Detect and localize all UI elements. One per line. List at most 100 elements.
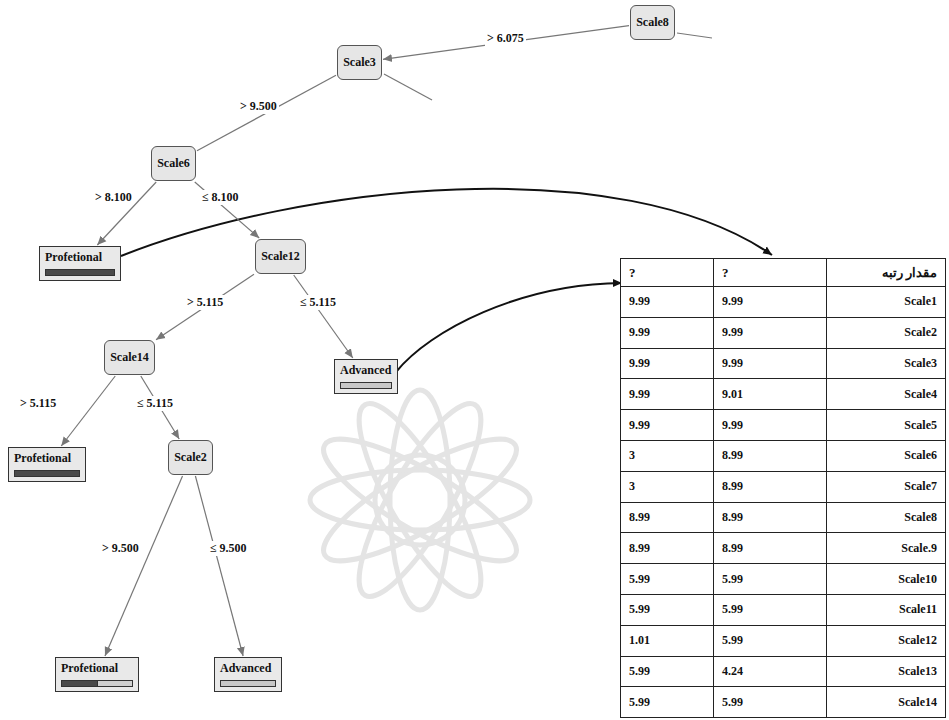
table-cell: Scale1 — [827, 287, 946, 318]
table-value: 3 — [629, 448, 635, 463]
table-cell: Scale13 — [827, 657, 946, 688]
table-value: 9.99 — [629, 356, 650, 371]
table-cell: Scale4 — [827, 379, 946, 410]
table-value: 5.99 — [629, 695, 650, 710]
table-value: 9.99 — [629, 418, 650, 433]
node-text: Profetional — [61, 661, 133, 676]
table-cell: 5.99 — [621, 595, 714, 626]
leaf-box: Advanced — [334, 359, 398, 394]
table-cell: 9.99 — [714, 349, 827, 380]
table-value: 9.99 — [722, 418, 743, 433]
table-cell: Scale3 — [827, 349, 946, 380]
table-cell: Scale6 — [827, 441, 946, 472]
branch-connector — [195, 476, 243, 656]
table-cell: 8.99 — [714, 472, 827, 503]
threshold-label: ≤ 8.100 — [200, 190, 241, 205]
table-value: 9.99 — [722, 325, 743, 340]
table-cell: 4.24 — [714, 657, 827, 688]
table-value: 5.99 — [629, 664, 650, 679]
split-box: Scale2 — [168, 440, 213, 475]
table-value: 5.99 — [629, 602, 650, 617]
table-cell: 8.99 — [714, 441, 827, 472]
class-bar — [14, 470, 80, 477]
class-bar — [45, 269, 115, 276]
node-text: Advanced — [340, 363, 392, 378]
curved-arrow — [396, 283, 622, 372]
table-cell: 9.99 — [621, 379, 714, 410]
table-value: Scale2 — [904, 325, 937, 340]
table-value: Scale10 — [898, 572, 937, 587]
table-value: Scale14 — [898, 695, 937, 710]
table-cell: Scale2 — [827, 318, 946, 349]
table-value: 8.99 — [629, 510, 650, 525]
leaf-box: Profetional — [8, 447, 86, 482]
table-cell: 5.99 — [621, 564, 714, 595]
split-box: Scale6 — [151, 146, 196, 181]
table-cell: 9.99 — [621, 349, 714, 380]
node-text: Profetional — [45, 250, 115, 265]
table-cell: 8.99 — [714, 503, 827, 534]
table-value: 1.01 — [629, 633, 650, 648]
table-cell: 5.99 — [621, 687, 714, 718]
node-text: Scale14 — [110, 350, 149, 365]
table-value: Scale1 — [904, 294, 937, 309]
split-box: Scale8 — [630, 5, 675, 40]
table-value: 5.99 — [722, 572, 743, 587]
table-value: Scale.9 — [901, 541, 937, 556]
table-cell: 1.01 — [621, 626, 714, 657]
table-cell: 8.99 — [714, 533, 827, 564]
branch-connector — [294, 275, 353, 358]
leaf-box: Advanced — [214, 657, 282, 692]
table-value: 5.99 — [722, 695, 743, 710]
threshold-label: > 8.100 — [93, 190, 134, 205]
table-value: 5.99 — [629, 572, 650, 587]
table-cell: Scale12 — [827, 626, 946, 657]
score-table: ??مقدار رتبه9.999.99Scale19.999.99Scale2… — [620, 258, 946, 718]
curved-arrow — [121, 189, 772, 256]
threshold-label: > 9.500 — [100, 541, 141, 556]
table-value: Scale13 — [898, 664, 937, 679]
table-cell: Scale10 — [827, 564, 946, 595]
branch-connector — [156, 274, 254, 340]
table-cell: 8.99 — [621, 533, 714, 564]
table-value: 9.99 — [722, 356, 743, 371]
table-value: Scale8 — [904, 510, 937, 525]
table-header: ? — [629, 265, 636, 281]
branch-connector — [61, 376, 115, 446]
table-cell: 9.01 — [714, 379, 827, 410]
table-value: Scale5 — [904, 418, 937, 433]
table-value: 5.99 — [722, 602, 743, 617]
table-value: 8.99 — [722, 479, 743, 494]
table-cell: 8.99 — [621, 503, 714, 534]
table-cell: 3 — [621, 472, 714, 503]
table-value: Scale12 — [898, 633, 937, 648]
table-cell: 9.99 — [621, 410, 714, 441]
table-cell: Scale11 — [827, 595, 946, 626]
table-cell: 5.99 — [714, 595, 827, 626]
table-cell: 5.99 — [714, 626, 827, 657]
table-value: Scale6 — [904, 448, 937, 463]
node-text: Scale8 — [636, 15, 669, 30]
table-value: 8.99 — [722, 541, 743, 556]
threshold-label: > 5.115 — [185, 295, 225, 310]
threshold-label: > 5.115 — [18, 396, 58, 411]
table-value: Scale7 — [904, 479, 937, 494]
node-text: Scale12 — [261, 249, 300, 264]
split-box: Scale12 — [255, 239, 306, 274]
table-header: مقدار رتبه — [882, 265, 937, 281]
table-value: Scale4 — [904, 387, 937, 402]
split-box: Scale3 — [337, 45, 382, 80]
cut-branch — [384, 74, 432, 100]
threshold-label: > 6.075 — [485, 31, 526, 46]
table-cell: 3 — [621, 441, 714, 472]
table-value: 9.99 — [722, 294, 743, 309]
bar-part — [97, 681, 133, 686]
table-cell: 5.99 — [714, 564, 827, 595]
table-value: 8.99 — [629, 541, 650, 556]
threshold-label: ≤ 5.115 — [298, 295, 338, 310]
watermark — [310, 390, 531, 611]
table-value: 5.99 — [722, 633, 743, 648]
class-bar — [340, 382, 392, 389]
table-cell: Scale8 — [827, 503, 946, 534]
bar-part — [62, 681, 97, 686]
